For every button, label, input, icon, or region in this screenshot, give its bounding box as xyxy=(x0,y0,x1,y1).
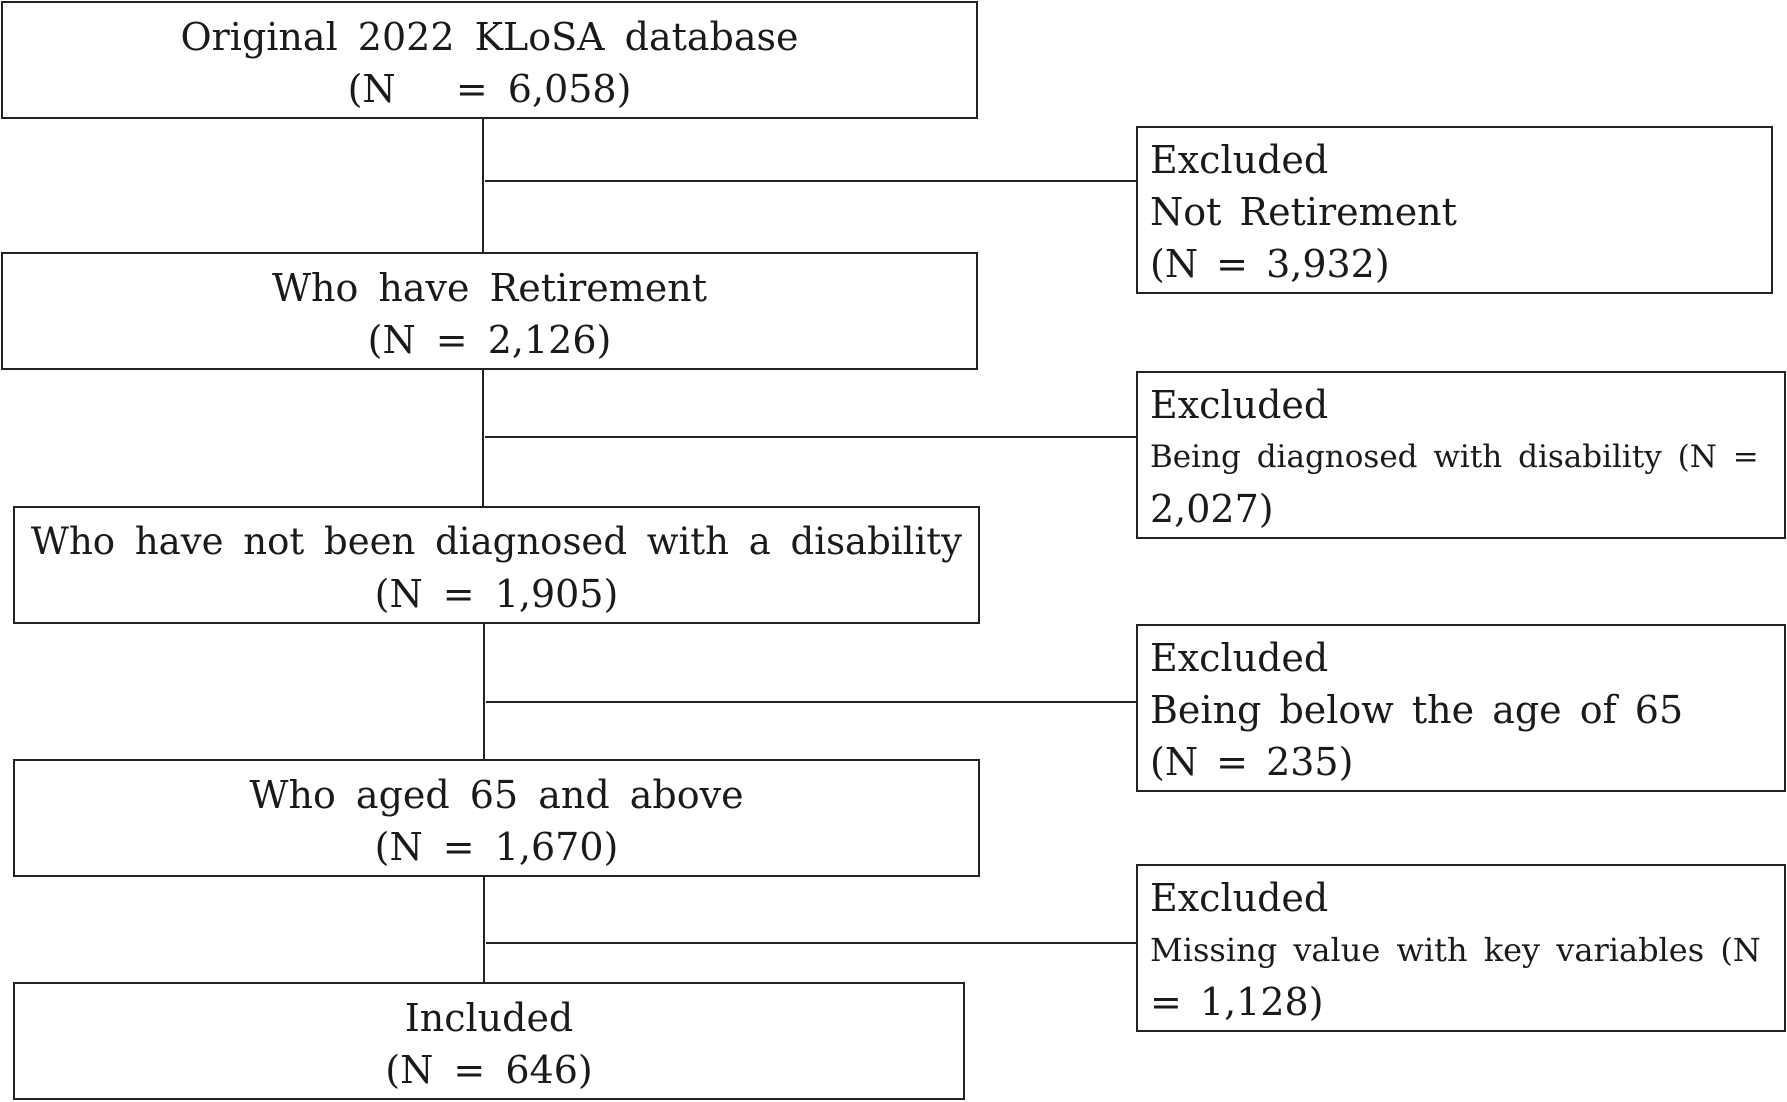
step-box-original-database: Original 2022 KLoSA database (N = 6,058) xyxy=(1,1,978,119)
exclusion-box-disability: Excluded Being diagnosed with disability… xyxy=(1136,371,1786,539)
exclusion-box-missing-values: Excluded Missing value with key variable… xyxy=(1136,864,1786,1032)
step-count: (N = 1,670) xyxy=(374,825,619,869)
step-title: Original 2022 KLoSA database xyxy=(180,15,799,59)
exclusion-box-below-65: Excluded Being below the age of 65 (N = … xyxy=(1136,624,1786,792)
exclusion-count: = 1,128) xyxy=(1150,980,1324,1024)
exclusion-count: (N = 235) xyxy=(1150,740,1354,784)
step-box-included: Included (N = 646) xyxy=(13,982,965,1100)
step-count: (N = 1,905) xyxy=(374,572,619,616)
exclusion-reason: Missing value with key variables (N xyxy=(1150,931,1761,969)
step-title: Included xyxy=(404,996,574,1040)
exclusion-count: 2,027) xyxy=(1150,487,1274,531)
step-count: (N = 6,058) xyxy=(347,67,632,111)
step-count: (N = 2,126) xyxy=(367,318,612,362)
exclusion-reason: Being below the age of 65 xyxy=(1150,688,1684,732)
exclusion-heading: Excluded xyxy=(1150,636,1329,680)
step-count: (N = 646) xyxy=(385,1048,593,1092)
exclusion-count: (N = 3,932) xyxy=(1150,242,1390,286)
step-box-retirement: Who have Retirement (N = 2,126) xyxy=(1,252,978,370)
exclusion-heading: Excluded xyxy=(1150,383,1329,427)
exclusion-reason: Not Retirement xyxy=(1150,190,1457,234)
exclusion-reason: Being diagnosed with disability (N = xyxy=(1150,439,1759,475)
step-title: Who have Retirement xyxy=(271,266,708,310)
exclusion-heading: Excluded xyxy=(1150,138,1329,182)
exclusion-box-not-retirement: Excluded Not Retirement (N = 3,932) xyxy=(1136,126,1773,294)
exclusion-heading: Excluded xyxy=(1150,876,1329,920)
step-title: Who aged 65 and above xyxy=(249,773,744,817)
step-box-aged-65: Who aged 65 and above (N = 1,670) xyxy=(13,759,980,877)
step-box-no-disability: Who have not been diagnosed with a disab… xyxy=(13,506,980,624)
step-title: Who have not been diagnosed with a disab… xyxy=(30,520,963,563)
